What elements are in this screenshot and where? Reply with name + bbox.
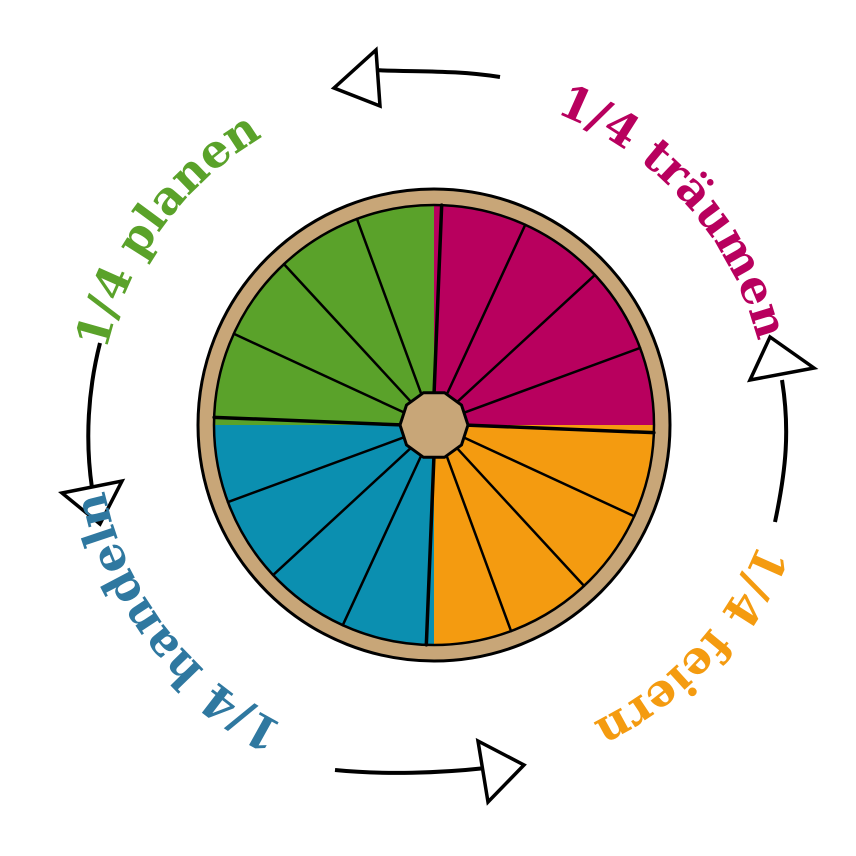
wheel-hub [398,391,470,459]
spoke [355,217,424,399]
arrow-head-right-icon [475,737,527,806]
spoke [212,415,406,427]
spoke [232,332,408,415]
cycle-arrow-top-line [371,68,501,79]
spoke [462,423,656,435]
spoke [453,273,597,406]
cycle-arrow-left-line [86,342,102,489]
arrow-head-up-icon [746,334,819,383]
spoke [226,435,408,504]
spoke [282,262,415,406]
cycle-arrow-right-line [773,379,789,523]
sector-plan [214,205,434,425]
spoke [432,203,444,397]
sector-celebrate [434,425,654,645]
sector-act [214,425,434,645]
arrow-head-down-icon [58,478,126,527]
cycle-arrow-bottom-line [334,766,487,775]
spoke [460,435,636,518]
cycle-arrows [58,46,819,806]
spoke [271,444,415,577]
sector-dream [434,205,654,425]
spoke [341,451,424,627]
spoke [444,223,527,399]
wheel-spokes [212,203,656,647]
spoke [444,451,513,633]
wheel-inner-rim-line [212,203,656,647]
wheel-sectors [214,205,654,645]
spoke [424,453,436,647]
arrow-head-left-icon [330,46,382,109]
spoke [453,444,586,588]
spoke [460,346,642,415]
